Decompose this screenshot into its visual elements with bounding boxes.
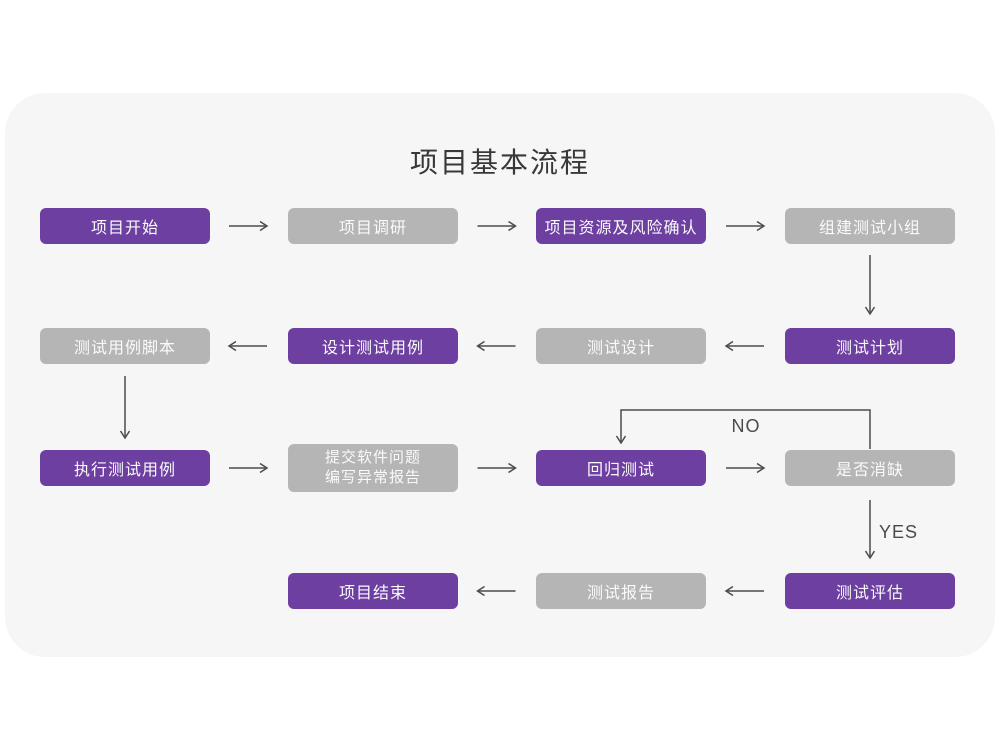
- node-test-evaluate: 测试评估: [785, 573, 955, 609]
- node-label-line2: 编写异常报告: [324, 469, 421, 486]
- node-project-start: 项目开始: [40, 208, 210, 244]
- branch-label-yes: YES: [879, 522, 919, 542]
- node-label: 组建测试小组: [818, 220, 921, 237]
- node-build-test-team: 组建测试小组: [785, 208, 955, 244]
- page-title: 项目基本流程: [409, 147, 590, 178]
- node-label: 项目资源及风险确认: [544, 220, 698, 237]
- node-risk-confirm: 项目资源及风险确认: [536, 208, 706, 244]
- node-project-research: 项目调研: [288, 208, 458, 244]
- node-label-line1: 提交软件问题: [324, 449, 421, 466]
- node-label: 项目结束: [338, 585, 407, 602]
- node-design-test-case: 设计测试用例: [288, 328, 458, 364]
- node-project-end: 项目结束: [288, 573, 458, 609]
- node-label: 是否消缺: [835, 462, 904, 479]
- node-label: 项目开始: [90, 220, 159, 237]
- flowchart-card: [5, 93, 995, 657]
- arrow-no-loop: [621, 409, 871, 449]
- node-label: 测试设计: [586, 340, 655, 357]
- node-test-case-script: 测试用例脚本: [40, 328, 210, 364]
- node-label: 项目调研: [338, 220, 407, 237]
- node-execute-test-case: 执行测试用例: [40, 450, 210, 486]
- node-test-report: 测试报告: [536, 573, 706, 609]
- node-label: 测试计划: [835, 340, 904, 357]
- node-label: 设计测试用例: [321, 340, 424, 357]
- node-label: 执行测试用例: [73, 462, 176, 479]
- node-regression-test: 回归测试: [536, 450, 706, 486]
- node-test-plan: 测试计划: [785, 328, 955, 364]
- node-label: 测试用例脚本: [73, 340, 176, 357]
- node-label: 回归测试: [586, 462, 655, 479]
- branch-label-no: NO: [731, 416, 761, 436]
- node-label: 测试报告: [586, 585, 655, 602]
- node-defect-check: 是否消缺: [785, 450, 955, 486]
- node-test-design: 测试设计: [536, 328, 706, 364]
- node-submit-issue-report: 提交软件问题 编写异常报告: [288, 444, 458, 492]
- node-label: 测试评估: [835, 585, 904, 602]
